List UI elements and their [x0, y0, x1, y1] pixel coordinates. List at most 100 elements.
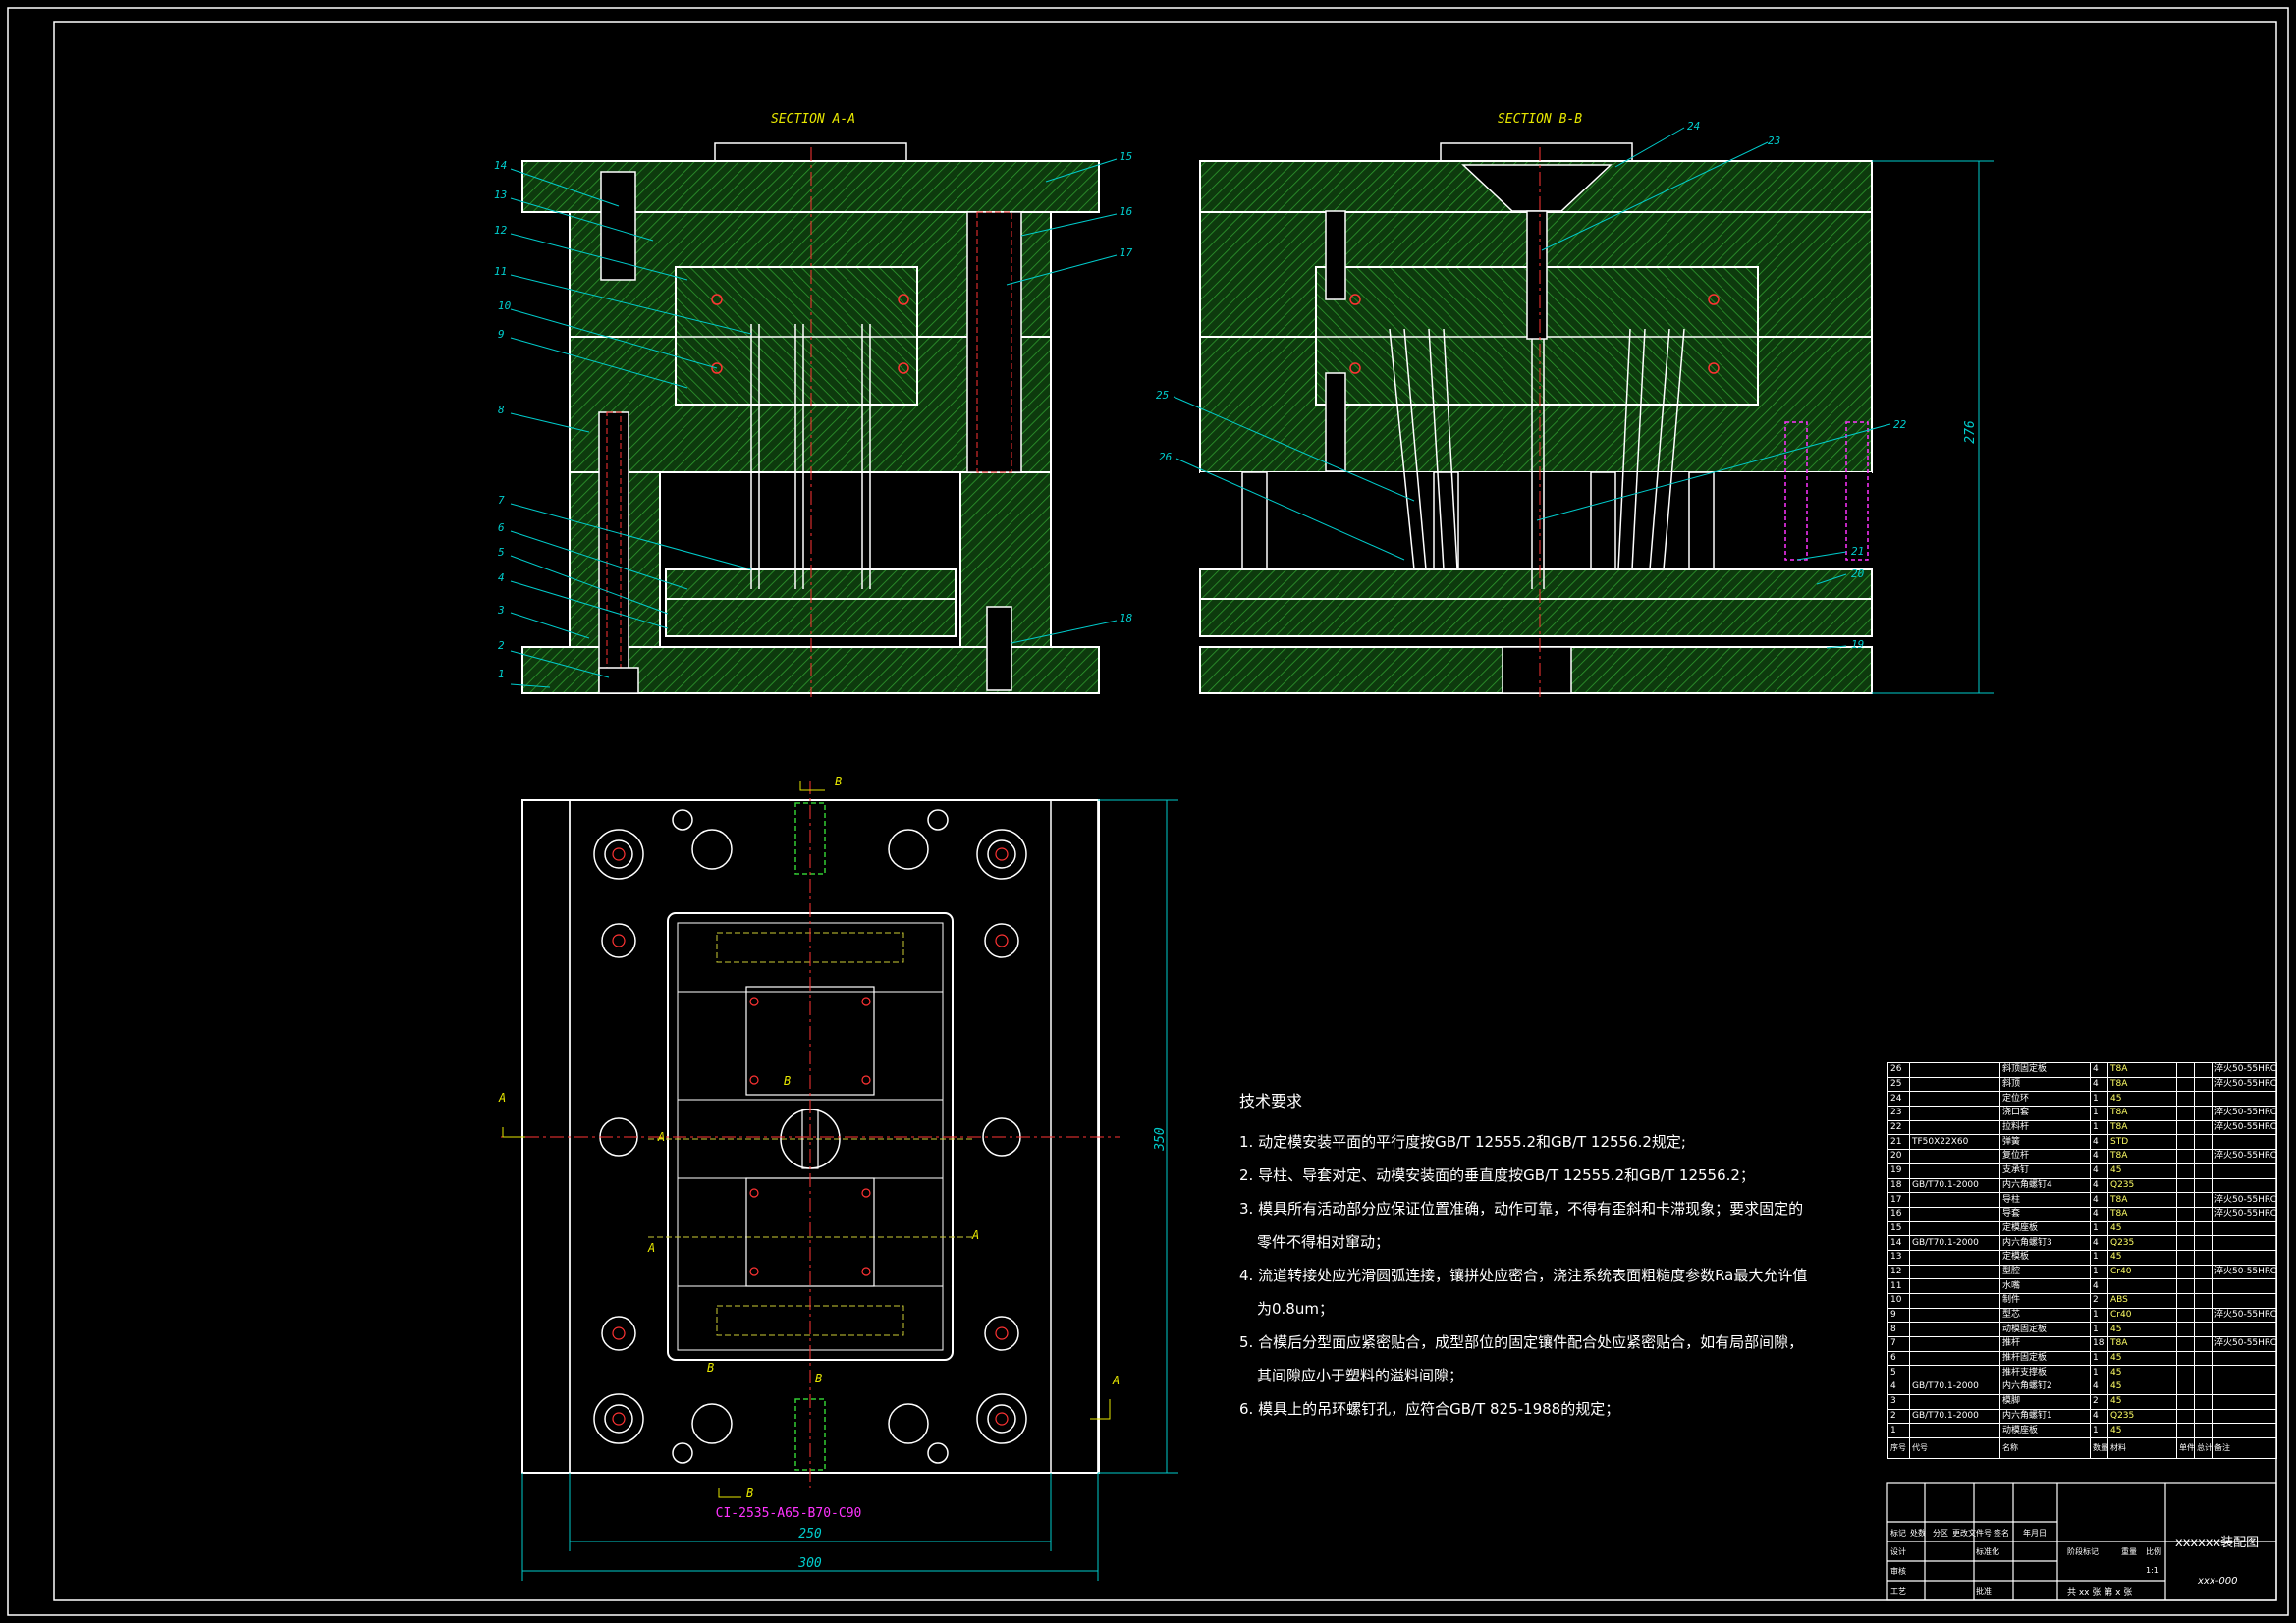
bom-cell-code — [1909, 1220, 2000, 1237]
outer-border — [7, 7, 2289, 1616]
bom-cell-no: 4 — [1887, 1380, 1910, 1395]
plan-view: B A A B A A A B B B CI-2535-A65-B70-C90 — [498, 775, 1120, 1521]
bom-cell-no: 23 — [1887, 1106, 1910, 1121]
bom-cell-note: 淬火50-55HRC — [2212, 1264, 2277, 1280]
bom-cell-empty — [2194, 1235, 2213, 1251]
section-mark-b-inner-upper: B — [784, 1074, 791, 1088]
ejector-plate-b — [1199, 598, 1873, 637]
bom-cell-note — [2212, 1220, 2277, 1237]
bom-cell-empty — [2194, 1106, 2213, 1121]
bom-cell-note: 淬火50-55HRC — [2212, 1192, 2277, 1208]
bom-cell-empty — [2176, 1091, 2195, 1108]
bom-cell-no: 21 — [1887, 1134, 1910, 1151]
bom-cell-empty — [2176, 1062, 2195, 1078]
bom-cell-empty — [2176, 1336, 2195, 1352]
section-mark-a-inner-lower-left: A — [647, 1241, 655, 1255]
bom-cell-empty — [2194, 1192, 2213, 1208]
bom-cell-code — [1909, 1350, 2000, 1367]
bom-cell-note — [2212, 1278, 2277, 1294]
bom-cell-mat: Cr40 — [2107, 1307, 2177, 1324]
bom-cell-empty — [2176, 1408, 2195, 1425]
bom-cell-qty: 4 — [2090, 1206, 2108, 1222]
svg-text:1: 1 — [498, 668, 505, 680]
section-b-title: SECTION B-B — [1498, 112, 1582, 127]
bom-cell-empty — [2194, 1336, 2213, 1352]
bom-cell-no: 7 — [1887, 1336, 1910, 1352]
bom-cell-empty — [2194, 1380, 2213, 1395]
bom-cell-mat: 45 — [2107, 1091, 2177, 1108]
bom-cell-empty — [2176, 1163, 2195, 1179]
bom-cell-no: 1 — [1887, 1423, 1910, 1438]
bom-cell-no: 16 — [1887, 1206, 1910, 1222]
note-line: 为0.8um； — [1257, 1300, 1334, 1318]
bom-cell-note — [2212, 1293, 2277, 1309]
bom-cell-empty — [2194, 1119, 2213, 1136]
bom-cell-empty — [2176, 1149, 2195, 1164]
sheet-count: 共 xx 张 第 x 张 — [2067, 1588, 2133, 1597]
svg-text:11: 11 — [494, 265, 507, 278]
drawing-number: xxx-000 — [2198, 1576, 2238, 1587]
bom-cell-qty: 4 — [2090, 1134, 2108, 1151]
bom-cell-code — [1909, 1192, 2000, 1208]
bom-cell-no: 3 — [1887, 1393, 1910, 1410]
bom-cell-qty: 4 — [2090, 1076, 2108, 1093]
drawing-scale: 1:1 — [2146, 1566, 2159, 1575]
bom-cell-mat: T8A — [2107, 1149, 2177, 1164]
bom-cell-mat: 45 — [2107, 1380, 2177, 1395]
bom-cell-empty — [2176, 1350, 2195, 1367]
bom-cell-code: GB/T70.1-2000 — [1909, 1177, 2000, 1194]
bom-cell-code — [1909, 1119, 2000, 1136]
svg-text:16: 16 — [1120, 205, 1133, 218]
tb-label: 分区 — [1933, 1529, 1948, 1538]
note-line: 6. 模具上的吊环螺钉孔，应符合GB/T 825-1988的规定； — [1239, 1400, 1620, 1418]
bom-cell-name: 水嘴 — [1999, 1278, 2091, 1294]
bom-cell-qty: 2 — [2090, 1293, 2108, 1309]
section-a-view: SECTION A-A — [521, 112, 1100, 697]
callouts-a: 1 2 3 4 5 6 7 8 9 10 11 12 13 14 15 16 1… — [494, 150, 1133, 688]
bom-cell-name: 推杆支撑板 — [1999, 1365, 2091, 1381]
bom-cell-name: 动模座板 — [1999, 1423, 2091, 1438]
bom-cell-empty — [2176, 1249, 2195, 1266]
bom-cell-name: 斜顶固定板 — [1999, 1062, 2091, 1078]
bom-cell-code: TF50X22X60 — [1909, 1134, 2000, 1151]
bom-cell-empty — [2194, 1177, 2213, 1194]
inner-border — [53, 21, 2277, 1601]
bom-cell-qty: 4 — [2090, 1149, 2108, 1164]
bom-cell-code — [1909, 1365, 2000, 1381]
svg-text:18: 18 — [1120, 612, 1133, 624]
depth-dimension-value: 350 — [1153, 1127, 1168, 1152]
bom-cell-mat: T8A — [2107, 1336, 2177, 1352]
notes-title: 技术要求 — [1239, 1092, 1303, 1110]
bom-cell-empty — [2176, 1293, 2195, 1309]
bom-cell-mat: 45 — [2107, 1163, 2177, 1179]
bom-cell-no: 2 — [1887, 1408, 1910, 1425]
bom-cell-empty — [2194, 1350, 2213, 1367]
bom-cell-mat: Q235 — [2107, 1408, 2177, 1425]
bom-cell-mat: 45 — [2107, 1249, 2177, 1266]
note-line: 5. 合模后分型面应紧密贴合，成型部位的固定镶件配合处应紧密贴合，如有局部间隙， — [1239, 1333, 1804, 1351]
bom-cell-code: GB/T70.1-2000 — [1909, 1235, 2000, 1251]
bom-cell-code — [1909, 1423, 2000, 1438]
mold-base-code: CI-2535-A65-B70-C90 — [716, 1506, 862, 1521]
bom-cell-no: 15 — [1887, 1220, 1910, 1237]
bom-cell-note — [2212, 1365, 2277, 1381]
tb-label: 批准 — [1976, 1587, 1992, 1596]
bom-cell-note — [2212, 1249, 2277, 1266]
bom-cell-no: 8 — [1887, 1322, 1910, 1338]
bom-cell-code — [1909, 1278, 2000, 1294]
svg-text:26: 26 — [1159, 451, 1173, 463]
bom-cell-empty — [2194, 1408, 2213, 1425]
height-dimension: 276 — [1872, 160, 1994, 694]
section-mark-a-right: A — [1112, 1374, 1120, 1387]
bom-cell-qty: 1 — [2090, 1091, 2108, 1108]
section-mark-a-inner-right: A — [971, 1228, 979, 1242]
bom-cell-no: 14 — [1887, 1235, 1910, 1251]
bom-cell-no: 18 — [1887, 1177, 1910, 1194]
